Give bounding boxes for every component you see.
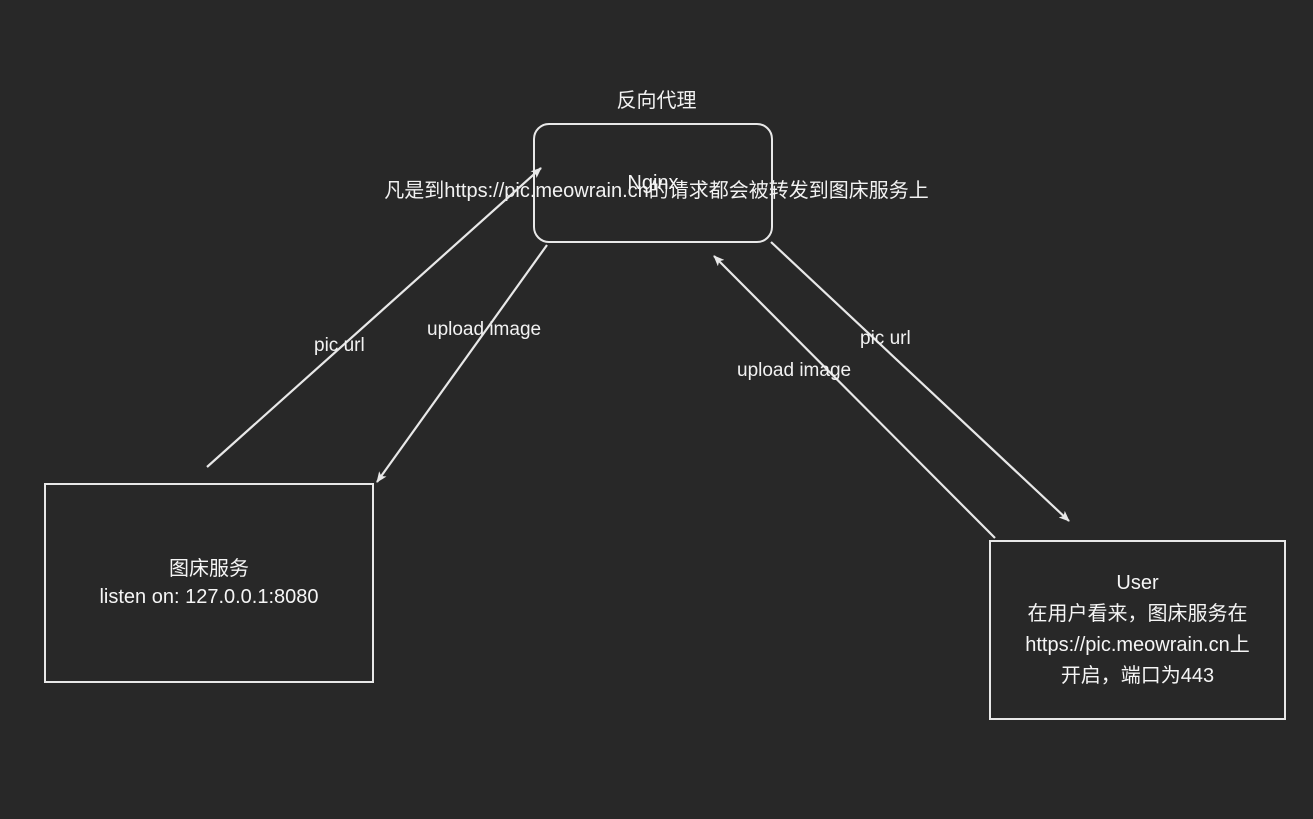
edge-label-nginx-to-user: pic url bbox=[860, 328, 911, 349]
node-nginx[interactable]: Nginx bbox=[533, 123, 773, 243]
edge-label-user-to-nginx: upload image bbox=[737, 360, 852, 381]
node-user-label-3: 开启，端口为443 bbox=[1060, 665, 1215, 687]
node-nginx-label-0: Nginx bbox=[627, 172, 679, 194]
edge-user-to-nginx bbox=[713, 255, 996, 539]
node-image-host-label-0: 图床服务 bbox=[169, 558, 249, 580]
node-user-label-1: 在用户看来，图床服务在 bbox=[1027, 603, 1248, 625]
node-user[interactable]: User 在用户看来，图床服务在 https://pic.meowrain.cn… bbox=[989, 540, 1286, 720]
node-user-label-2: https://pic.meowrain.cn上 bbox=[1025, 634, 1250, 656]
title-line-primary: 反向代理 bbox=[616, 90, 697, 112]
edge-nginx-to-imagehost bbox=[376, 244, 548, 483]
node-user-label-0: User bbox=[1116, 572, 1159, 594]
node-image-host-label-1: listen on: 127.0.0.1:8080 bbox=[99, 586, 319, 608]
node-image-host[interactable]: 图床服务 listen on: 127.0.0.1:8080 bbox=[44, 483, 374, 683]
edge-label-imagehost-to-nginx: pic url bbox=[314, 335, 365, 356]
edge-label-nginx-to-imagehost: upload image bbox=[427, 319, 542, 340]
